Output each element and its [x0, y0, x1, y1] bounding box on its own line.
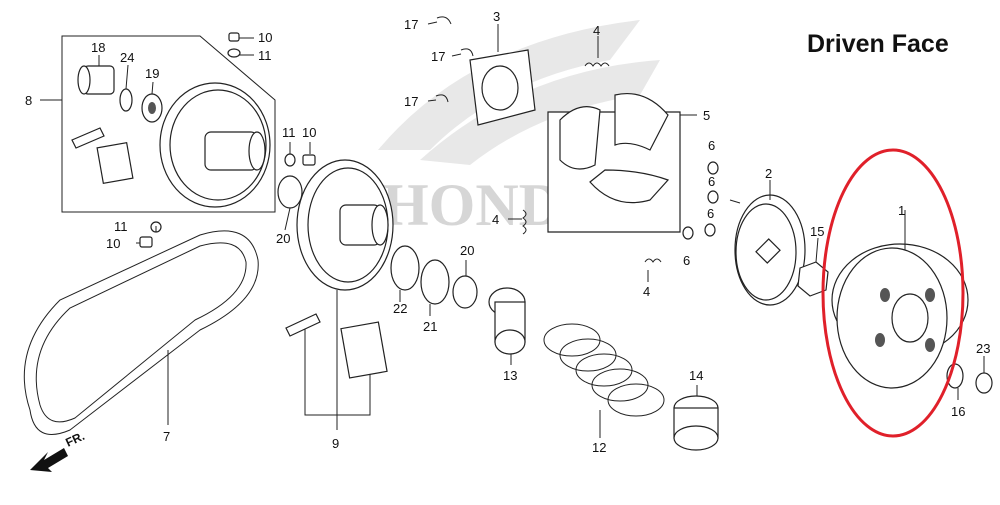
front-direction-label: FR. [63, 429, 86, 450]
leader-lines [98, 21, 985, 438]
callout-20b: 20 [460, 243, 474, 258]
callout-16: 16 [951, 404, 965, 419]
callout-14: 14 [689, 368, 703, 383]
callout-2: 2 [765, 166, 772, 181]
callout-11c: 11 [114, 219, 128, 234]
clutch-outer [831, 243, 969, 389]
diagram-title: Driven Face [807, 30, 949, 58]
callout-5: 5 [703, 108, 710, 123]
clutch-plate [729, 194, 806, 306]
callout-8: 8 [25, 93, 32, 108]
callout-23: 23 [976, 341, 990, 356]
callout-10a: 10 [258, 30, 272, 45]
callout-9: 9 [332, 436, 339, 451]
spring-seat [673, 395, 719, 451]
plate [469, 49, 536, 126]
highlight-ellipse [821, 148, 965, 438]
callout-6b: 6 [708, 174, 715, 189]
callout-4a: 4 [593, 23, 600, 38]
callout-21: 21 [423, 319, 437, 334]
callout-19: 19 [145, 66, 159, 81]
clips [435, 16, 474, 103]
callout-20a: 20 [276, 231, 290, 246]
callout-4b: 4 [492, 212, 499, 227]
callout-4c: 4 [643, 284, 650, 299]
front-direction-arrow: FR. [30, 429, 87, 472]
callout-7: 7 [163, 429, 170, 444]
small-hardware [139, 32, 316, 248]
callout-17b: 17 [431, 49, 445, 64]
seals-and-orings [390, 245, 478, 309]
callout-13: 13 [503, 368, 517, 383]
callout-labels: 1 2 3 4 4 4 5 6 6 6 6 7 8 9 10 10 10 11 … [25, 9, 990, 455]
drive-belt [23, 230, 259, 435]
callout-22: 22 [393, 301, 407, 316]
callout-24: 24 [120, 50, 134, 65]
callout-12: 12 [592, 440, 606, 455]
callout-6d: 6 [683, 253, 690, 268]
callout-6a: 6 [708, 138, 715, 153]
seal-collar [488, 287, 526, 355]
clutch-weights [547, 93, 681, 233]
callout-1: 1 [898, 203, 905, 218]
driven-face-spring [543, 323, 665, 417]
callout-11b: 11 [282, 125, 296, 140]
callout-11a: 11 [258, 48, 272, 63]
collars [682, 161, 719, 240]
callout-10b: 10 [302, 125, 316, 140]
clutch-springs [522, 62, 662, 263]
drive-face-assembly [40, 35, 276, 213]
callout-17c: 17 [404, 94, 418, 109]
oil-seal-upper [277, 175, 303, 209]
driven-pulley [285, 159, 394, 430]
callout-10c: 10 [106, 236, 120, 251]
callout-3: 3 [493, 9, 500, 24]
callout-15: 15 [810, 224, 824, 239]
callout-6c: 6 [707, 206, 714, 221]
callout-18: 18 [91, 40, 105, 55]
callout-17a: 17 [404, 17, 418, 32]
